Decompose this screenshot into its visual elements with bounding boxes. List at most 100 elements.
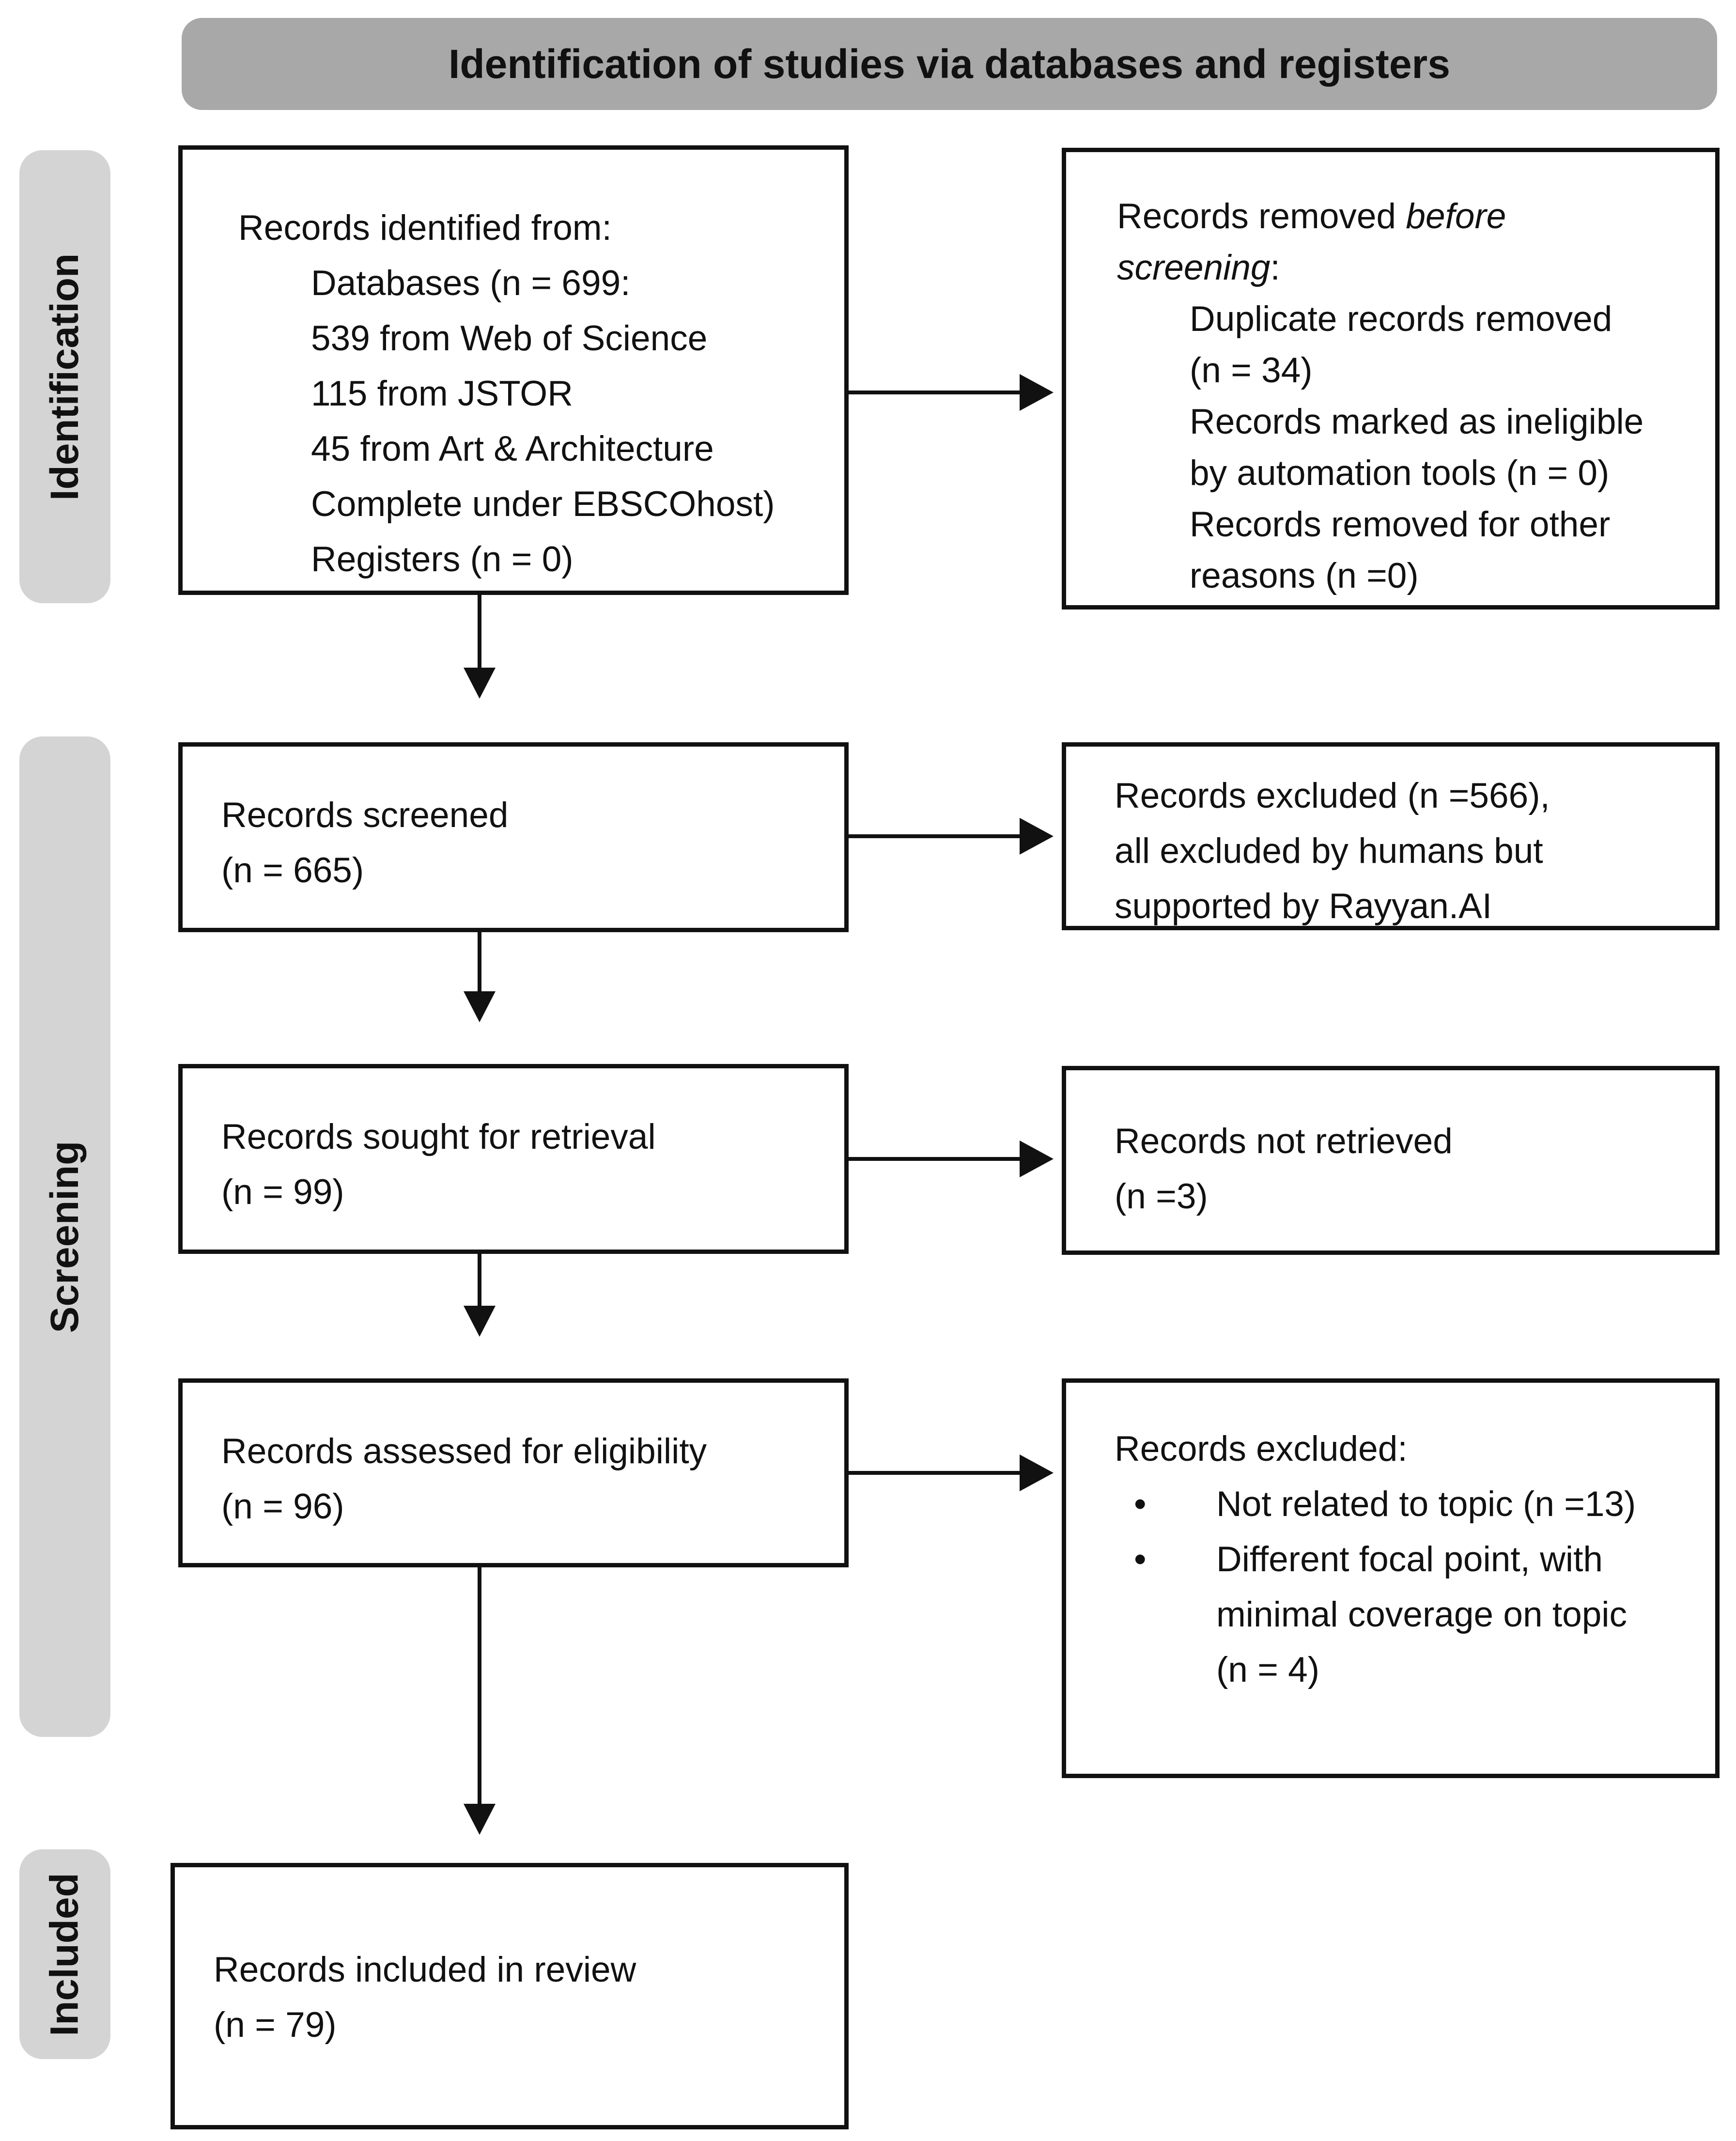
box-records-sought-retrieval: Records sought for retrieval (n = 99) [178, 1064, 849, 1254]
box-line-text: Records removed [1117, 197, 1406, 236]
box-line: Records identified from: [238, 201, 825, 256]
arrow-assessed-to-excluded-head-icon [1020, 1454, 1054, 1491]
box-line-text: Registers (n = 0) [311, 540, 574, 579]
arrow-identified-to-removed-line [849, 391, 1020, 394]
arrow-sought-to-assessed-head-icon [464, 1306, 496, 1337]
box-line: (n = 4) [1115, 1642, 1701, 1698]
box-line-text: supported by Rayyan.AI [1115, 887, 1492, 926]
box-line: Complete under EBSCOhost) [238, 477, 825, 532]
box-line-text: screening [1117, 248, 1271, 287]
box-line-text: Databases (n = 699: [311, 264, 631, 303]
stage-label-identification: Identification [19, 150, 110, 603]
arrow-sought-to-notretrieved-head-icon [1020, 1141, 1054, 1177]
box-records-assessed-eligibility: Records assessed for eligibility (n = 96) [178, 1378, 849, 1567]
arrow-sought-to-assessed-line [478, 1254, 481, 1306]
box-line: • Not related to topic (n =13) [1115, 1477, 1701, 1532]
box-line-text: Complete under EBSCOhost) [311, 484, 775, 524]
box-line-text: Records identified from: [238, 208, 612, 248]
arrow-identified-to-removed-head-icon [1020, 374, 1054, 411]
box-line: (n = 96) [221, 1479, 825, 1534]
box-line: Records excluded (n =566), [1115, 768, 1701, 824]
box-line-text: by automation tools (n = 0) [1190, 453, 1610, 493]
box-line: reasons (n =0) [1117, 550, 1701, 602]
stage-label-screening: Screening [19, 736, 110, 1737]
diagram-header: Identification of studies via databases … [182, 18, 1717, 110]
bullet-icon: • [1134, 1485, 1147, 1524]
box-line-text: 45 from Art & Architecture [311, 429, 714, 469]
box-line: Records included in review [214, 1942, 825, 1998]
box-line-text: (n =3) [1115, 1177, 1208, 1216]
box-line-text: Records sought for retrieval [221, 1117, 656, 1156]
box-line-text: Not related to topic (n =13) [1216, 1485, 1636, 1524]
box-line: screening: [1117, 242, 1701, 294]
box-line-text: Different focal point, with [1216, 1540, 1603, 1579]
box-line-text: reasons (n =0) [1190, 556, 1419, 595]
box-line-text: : [1270, 248, 1280, 287]
box-line: (n = 79) [214, 1998, 825, 2053]
box-line: 539 from Web of Science [238, 311, 825, 366]
box-line-text: Duplicate records removed [1190, 299, 1612, 339]
box-line: 45 from Art & Architecture [238, 422, 825, 477]
box-line: Duplicate records removed [1117, 294, 1701, 345]
box-records-not-retrieved: Records not retrieved (n =3) [1062, 1066, 1720, 1255]
box-line: Records excluded: [1115, 1422, 1701, 1477]
box-line: Records marked as ineligible [1117, 396, 1701, 448]
bullet-icon: • [1134, 1540, 1147, 1579]
box-line: Registers (n = 0) [238, 532, 825, 587]
box-line-text: minimal coverage on topic [1216, 1595, 1628, 1634]
box-line: Records not retrieved [1115, 1114, 1701, 1169]
box-line: (n = 665) [221, 843, 825, 898]
box-line: Records screened [221, 788, 825, 843]
box-line-text: Records excluded: [1115, 1429, 1408, 1469]
box-line-text: (n = 96) [221, 1487, 344, 1526]
arrow-sought-to-notretrieved-line [849, 1157, 1020, 1161]
box-line-text: Records excluded (n =566), [1115, 776, 1550, 815]
box-records-excluded-screening: Records excluded (n =566), all excluded b… [1062, 742, 1720, 930]
box-line: by automation tools (n = 0) [1117, 448, 1701, 499]
box-records-identified: Records identified from: Databases (n = 6… [178, 145, 849, 595]
box-line: Databases (n = 699: [238, 256, 825, 311]
box-line-text: Records included in review [214, 1950, 636, 1989]
box-line-text: Records not retrieved [1115, 1122, 1453, 1161]
stage-label-included-text: Included [43, 1872, 87, 2036]
box-records-excluded-eligibility: Records excluded: • Not related to topic (… [1062, 1378, 1720, 1778]
stage-label-screening-text: Screening [43, 1141, 87, 1333]
box-line-text: (n = 665) [221, 851, 364, 890]
arrow-screened-to-sought-line [478, 932, 481, 991]
arrow-screened-to-excluded-line [849, 834, 1020, 838]
arrow-screened-to-excluded-head-icon [1020, 818, 1054, 855]
box-line: (n =3) [1115, 1169, 1701, 1224]
arrow-assessed-to-excluded-line [849, 1471, 1020, 1475]
box-line: (n = 99) [221, 1165, 825, 1220]
box-line-text: Records assessed for eligibility [221, 1432, 707, 1471]
box-line-text: (n = 4) [1216, 1650, 1320, 1689]
box-line-text: (n = 34) [1190, 351, 1313, 390]
box-line: minimal coverage on topic [1115, 1587, 1701, 1642]
arrow-identified-to-screened-head-icon [464, 668, 496, 699]
box-records-screened: Records screened (n = 665) [178, 742, 849, 932]
box-line-text: (n = 99) [221, 1172, 344, 1212]
stage-label-included: Included [19, 1849, 110, 2059]
box-line-text: 539 from Web of Science [311, 319, 708, 358]
arrow-assessed-to-included-line [478, 1567, 481, 1804]
box-line: Records removed for other [1117, 499, 1701, 550]
box-line: 115 from JSTOR [238, 366, 825, 422]
box-line-text: Records removed for other [1190, 505, 1611, 544]
box-line: Records assessed for eligibility [221, 1424, 825, 1479]
box-line-text: before [1406, 197, 1506, 236]
box-line: Records removed before [1117, 191, 1701, 242]
box-line-text: (n = 79) [214, 2005, 337, 2045]
arrow-assessed-to-included-head-icon [464, 1804, 496, 1835]
box-line: (n = 34) [1117, 345, 1701, 396]
box-line-text: 115 from JSTOR [311, 374, 573, 413]
box-line: • Different focal point, with [1115, 1532, 1701, 1587]
box-line-text: Records screened [221, 796, 509, 835]
box-line: Records sought for retrieval [221, 1110, 825, 1165]
box-line: supported by Rayyan.AI [1115, 879, 1701, 934]
box-line-text: all excluded by humans but [1115, 831, 1543, 871]
arrow-screened-to-sought-head-icon [464, 991, 496, 1022]
diagram-header-title: Identification of studies via databases … [449, 41, 1450, 87]
arrow-identified-to-screened-line [478, 595, 481, 668]
